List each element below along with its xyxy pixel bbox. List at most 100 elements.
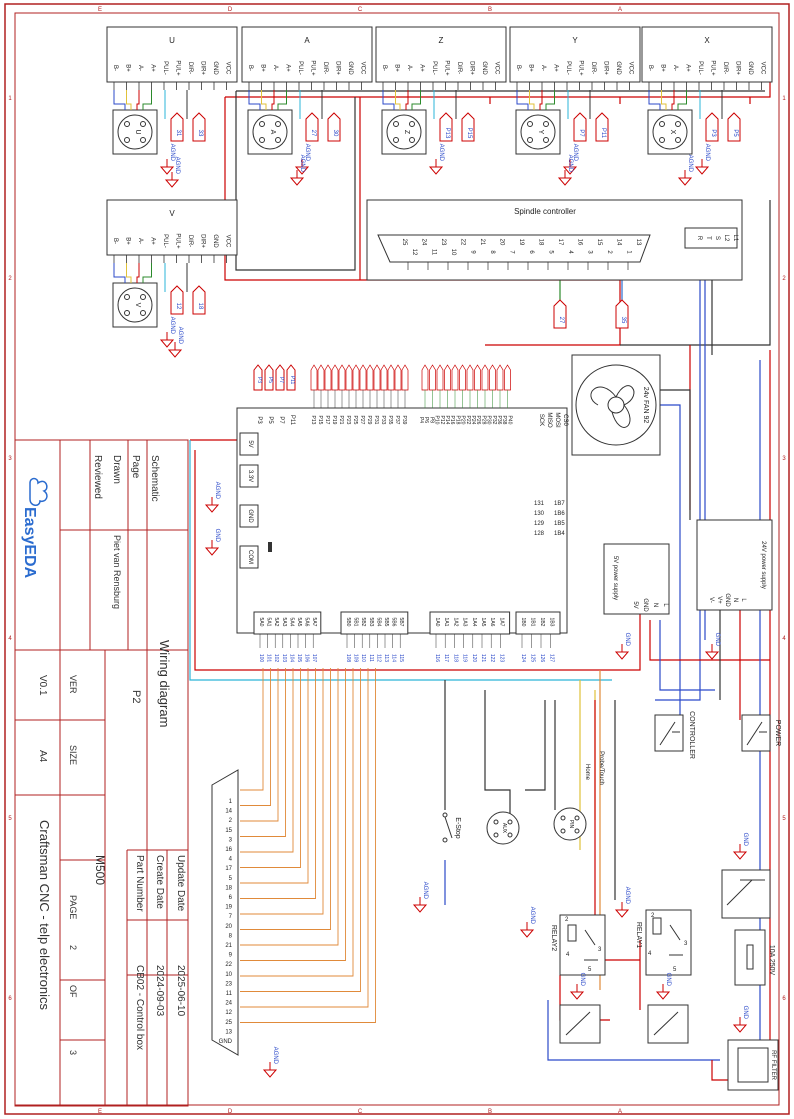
spindle-pin: 16 xyxy=(577,239,583,246)
ground-symbol: GND xyxy=(614,633,630,660)
ground-symbol: AGND xyxy=(412,882,428,913)
ground-label: AGND xyxy=(169,317,175,335)
board-top-pin: P15 xyxy=(317,416,323,425)
board-top-pin: P23 xyxy=(345,416,351,425)
board-bottom-pin: 5B3 xyxy=(368,618,374,627)
relay2-pin3: 3 xyxy=(598,947,602,953)
board-bottom-net: 124 xyxy=(520,654,526,663)
ground-symbol: AGND xyxy=(204,482,220,513)
driver-pin: A- xyxy=(406,65,412,71)
size-label: SIZE xyxy=(68,745,78,765)
psu24-pin: GND xyxy=(724,593,730,607)
driver-pin: GND xyxy=(481,61,487,75)
driver-pin: PUL+ xyxy=(310,60,316,76)
driver-pin: B- xyxy=(247,65,253,71)
board-right-pin: 1B6 xyxy=(554,511,565,517)
spindle-side-pin: R xyxy=(696,236,702,241)
driver-pin: A+ xyxy=(150,64,156,72)
border-letter: C xyxy=(358,7,363,13)
board-top-pin: P26 xyxy=(475,416,481,425)
update-label: Update Date xyxy=(175,855,186,912)
fan-label: 24v FAN 92 xyxy=(642,387,649,424)
driver-pin: PUL+ xyxy=(444,60,450,76)
board-left-pin: 3.3V xyxy=(247,470,253,482)
border-number: 1 xyxy=(782,96,786,102)
stepper-motor: X xyxy=(647,109,693,155)
stepper-motor: V xyxy=(112,282,158,328)
title-block xyxy=(14,439,189,1107)
driver-pin: PUL+ xyxy=(175,60,181,76)
ground-label: GND xyxy=(624,633,630,647)
psu5-title: 5V power supply xyxy=(612,556,618,600)
db25-pin: 13 xyxy=(225,1029,232,1035)
border-letter: D xyxy=(228,7,233,13)
board-top-pin: P33 xyxy=(380,416,386,425)
db25-pin: 6 xyxy=(229,895,233,901)
board-bottom-pin: 5A2 xyxy=(273,618,279,627)
spindle-pin: 18 xyxy=(538,239,544,246)
ground-label: AGND xyxy=(687,155,693,173)
motor-label: Y xyxy=(537,130,544,135)
driver-label: U xyxy=(169,36,175,45)
board-top-pin: P13 xyxy=(310,416,316,425)
board-top-pin: P3 xyxy=(256,416,262,424)
relay1-pin3: 3 xyxy=(684,941,688,947)
relay-2: RELAY2 2 3 4 5 xyxy=(550,914,606,976)
controller-switch: CONTROLLER xyxy=(654,711,695,759)
ground-label: AGND xyxy=(299,155,305,173)
db25-pin: 14 xyxy=(225,809,232,815)
ground-label: AGND xyxy=(567,155,573,173)
driver-pin: PUL- xyxy=(565,61,571,75)
relay1-pin5: 5 xyxy=(673,967,677,973)
board-right-pin: 1B5 xyxy=(554,521,565,527)
fuse-label: 10A 250V xyxy=(768,945,775,976)
driver-pin: PUL- xyxy=(162,234,168,248)
ver-value: V0.1 xyxy=(37,675,48,696)
drawn-field-label: Drawn xyxy=(111,455,122,484)
ground-symbol: AGND xyxy=(694,144,710,175)
ground-symbol: GND xyxy=(204,529,220,556)
driver-label: Y xyxy=(572,36,578,45)
fan-icon xyxy=(590,385,635,428)
ground-label: AGND xyxy=(272,1047,278,1065)
board-bottom-net: 123 xyxy=(498,654,504,663)
relay2-pin5: 5 xyxy=(588,967,592,973)
driver-pin: DIR+ xyxy=(469,61,475,75)
board-bottom-net: 102 xyxy=(273,654,279,663)
board-top-pin: P11 xyxy=(289,415,295,426)
ground-symbol: GND xyxy=(732,1006,748,1033)
ground-symbol: AGND xyxy=(562,144,578,175)
ground-symbol: GND xyxy=(569,973,585,1000)
company-name: Craftsman CNC - telp electronics xyxy=(37,820,52,1010)
board-bottom-pin: 5B4 xyxy=(375,618,381,627)
border-letter: B xyxy=(488,7,492,13)
cooling-fan: 24v FAN 92 xyxy=(571,354,661,456)
board-bottom-pin: 5A1 xyxy=(266,618,272,627)
pin-connector: PIN xyxy=(553,807,587,841)
driver-pin: B- xyxy=(112,238,118,244)
board-left-pin: GND xyxy=(247,509,253,523)
estop-label: E-Stop xyxy=(454,817,461,839)
ground-label: AGND xyxy=(529,907,535,925)
board-bottom-pin: 1B1 xyxy=(530,618,536,627)
driver-pin: A+ xyxy=(685,64,691,72)
part-label: Part Number xyxy=(134,855,145,912)
driver-label: A xyxy=(304,36,310,45)
driver-pin: DIR+ xyxy=(735,61,741,75)
board-bottom-pin: 1A1 xyxy=(443,618,449,627)
board-bottom-pin: 5B7 xyxy=(398,618,404,627)
board-right-pin: 130 xyxy=(534,511,545,517)
board-bottom-pin: 1A4 xyxy=(471,618,477,627)
spindle-pin: 12 xyxy=(411,249,417,256)
pin-label: PIN xyxy=(568,820,574,829)
board-bottom-net: 122 xyxy=(489,654,495,663)
spindle-pin: 13 xyxy=(635,239,641,246)
board-bottom-net: 127 xyxy=(549,654,555,663)
db25-pin: 23 xyxy=(225,981,232,987)
